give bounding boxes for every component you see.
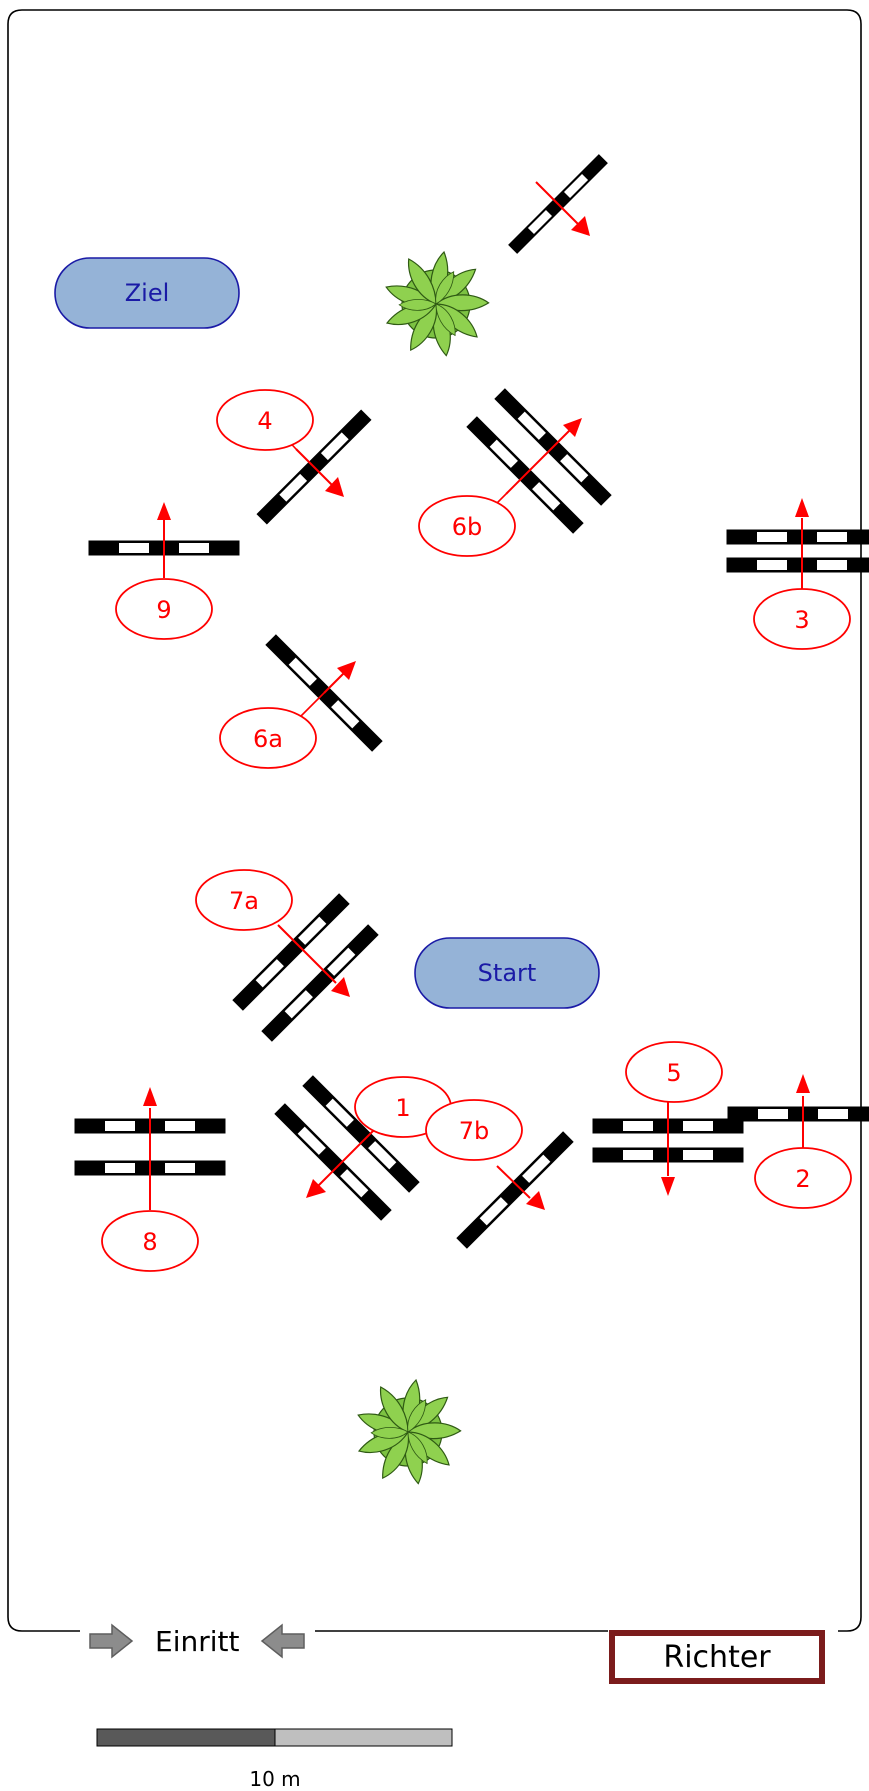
judge-label: Richter [663, 1640, 771, 1675]
start-label: Start [478, 959, 537, 987]
obstacle-9: 9 [88, 502, 240, 640]
obstacle-6a-label: 6a [253, 725, 283, 753]
entrance-label: Einritt [155, 1625, 239, 1658]
entrance-arrow-left-icon [261, 1624, 305, 1658]
scale-label: 10 m [249, 1767, 300, 1791]
obstacle-2: 2 [727, 1074, 869, 1209]
obstacle-7a: 7a [195, 869, 379, 1042]
plant-top [384, 252, 489, 357]
finish-label: Ziel [125, 279, 170, 307]
obstacle-1-label: 1 [395, 1094, 410, 1122]
arena-boundary [7, 9, 862, 1632]
obstacle-1: 1 [274, 1075, 452, 1221]
entrance: Einritt [89, 1624, 305, 1658]
obstacle-7b-label: 7b [459, 1117, 490, 1145]
obstacle-2-label: 2 [795, 1165, 810, 1193]
start-zone: Start [414, 937, 600, 1009]
scale-bar: 10 m [96, 1728, 453, 1791]
obstacle-6a: 6a [219, 634, 383, 769]
obstacle-4: 4 [216, 389, 372, 525]
finish-zone: Ziel [54, 257, 240, 329]
obstacle-5-label: 5 [666, 1059, 681, 1087]
obstacle-8-label: 8 [142, 1228, 157, 1256]
obstacle-8: 8 [74, 1087, 226, 1272]
obstacle-7b: 7b [425, 1099, 574, 1249]
obstacle-5: 5 [592, 1041, 744, 1196]
obstacle-3-label: 3 [794, 606, 809, 634]
obstacle-6b-label: 6b [452, 513, 483, 541]
obstacle-6b: 6b [418, 388, 612, 557]
plant-bottom [356, 1380, 461, 1485]
obstacle-3: 3 [726, 498, 869, 650]
judge-box: Richter [609, 1630, 825, 1684]
obstacle-7a-label: 7a [229, 887, 259, 915]
obstacle-4-label: 4 [257, 407, 272, 435]
obstacle-9-label: 9 [156, 596, 171, 624]
entrance-arrow-right-icon [89, 1624, 133, 1658]
